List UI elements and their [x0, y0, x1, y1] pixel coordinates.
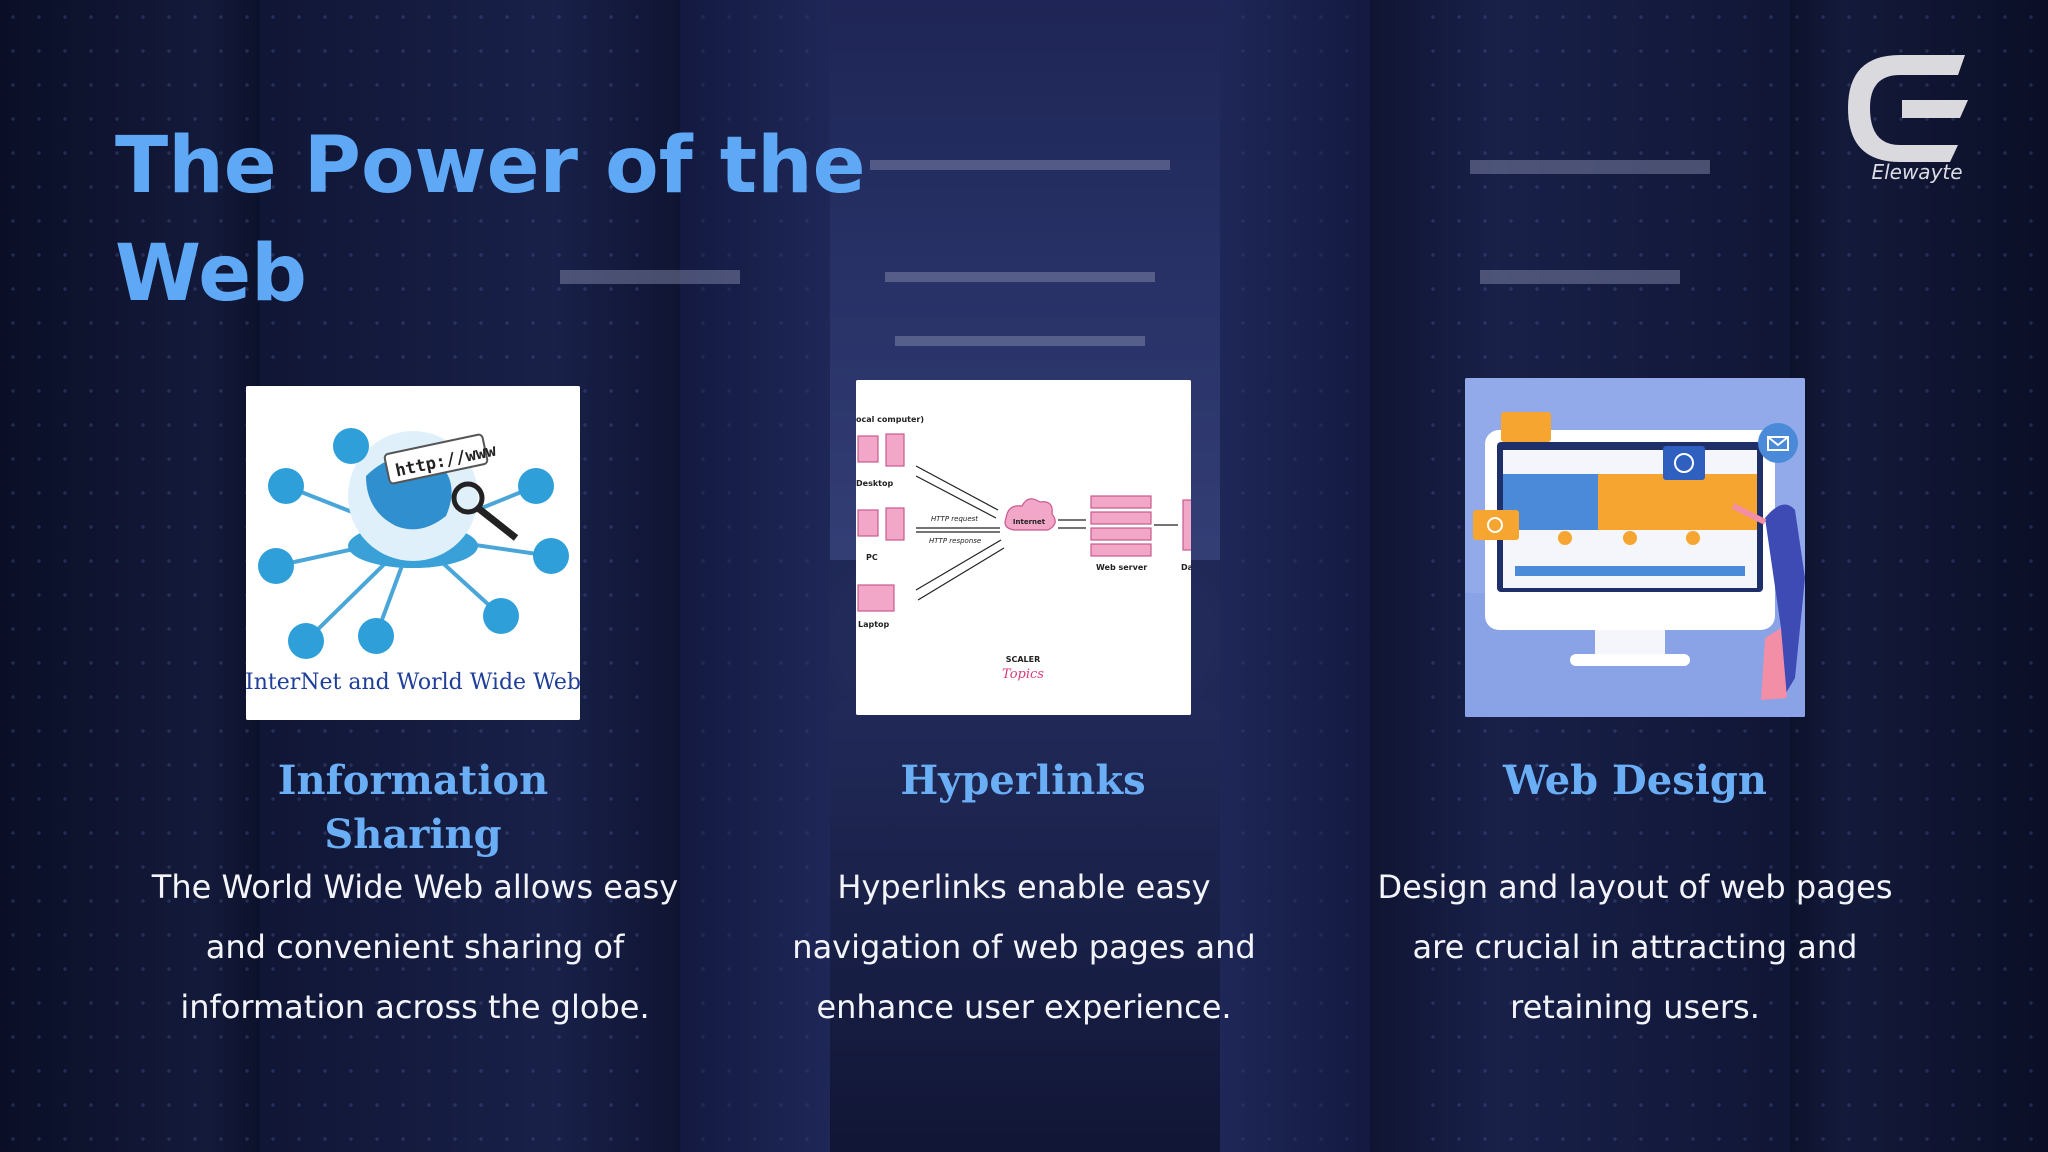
svg-text:Desktop: Desktop	[856, 479, 893, 488]
information-sharing-image: http://www InterNet and World Wide Web	[246, 386, 580, 720]
elewayte-logo-icon	[1848, 55, 1968, 162]
brand-name: Elewayte	[1871, 160, 1963, 184]
svg-text:Laptop: Laptop	[858, 620, 890, 629]
svg-text:Internet: Internet	[1013, 518, 1046, 526]
card-heading-hyperlinks: Hyperlinks	[900, 757, 1146, 804]
svg-text:Topics: Topics	[1002, 667, 1044, 682]
svg-text:HTTP response: HTTP response	[929, 537, 981, 545]
card-heading-information-sharing: Information Sharing	[277, 757, 549, 858]
svg-text:Web server: Web server	[1096, 563, 1147, 572]
svg-text:InterNet and World Wide Web: InterNet and World Wide Web	[246, 670, 580, 695]
client-server-diagram-icon: ocal computer) Desktop PC Laptop Web ser…	[856, 380, 1191, 715]
slide-title: The Power of the Web	[115, 121, 866, 319]
card-heading-web-design: Web Design	[1503, 757, 1767, 804]
svg-text:ocal computer): ocal computer)	[856, 415, 924, 424]
card-description-web-design: Design and layout of web pages are cruci…	[1377, 868, 1893, 1026]
svg-text:PC: PC	[866, 553, 878, 562]
web-design-image	[1465, 378, 1805, 717]
card-description-information-sharing: The World Wide Web allows easy and conve…	[151, 868, 679, 1026]
svg-text:SCALER: SCALER	[1006, 655, 1041, 664]
svg-text:HTTP request: HTTP request	[931, 515, 978, 523]
globe-network-icon: http://www InterNet and World Wide Web	[246, 386, 580, 720]
web-design-monitor-icon	[1465, 378, 1805, 717]
card-description-hyperlinks: Hyperlinks enable easy navigation of web…	[792, 868, 1256, 1026]
hyperlinks-image: ocal computer) Desktop PC Laptop Web ser…	[856, 380, 1191, 715]
svg-text:Da: Da	[1181, 563, 1191, 572]
